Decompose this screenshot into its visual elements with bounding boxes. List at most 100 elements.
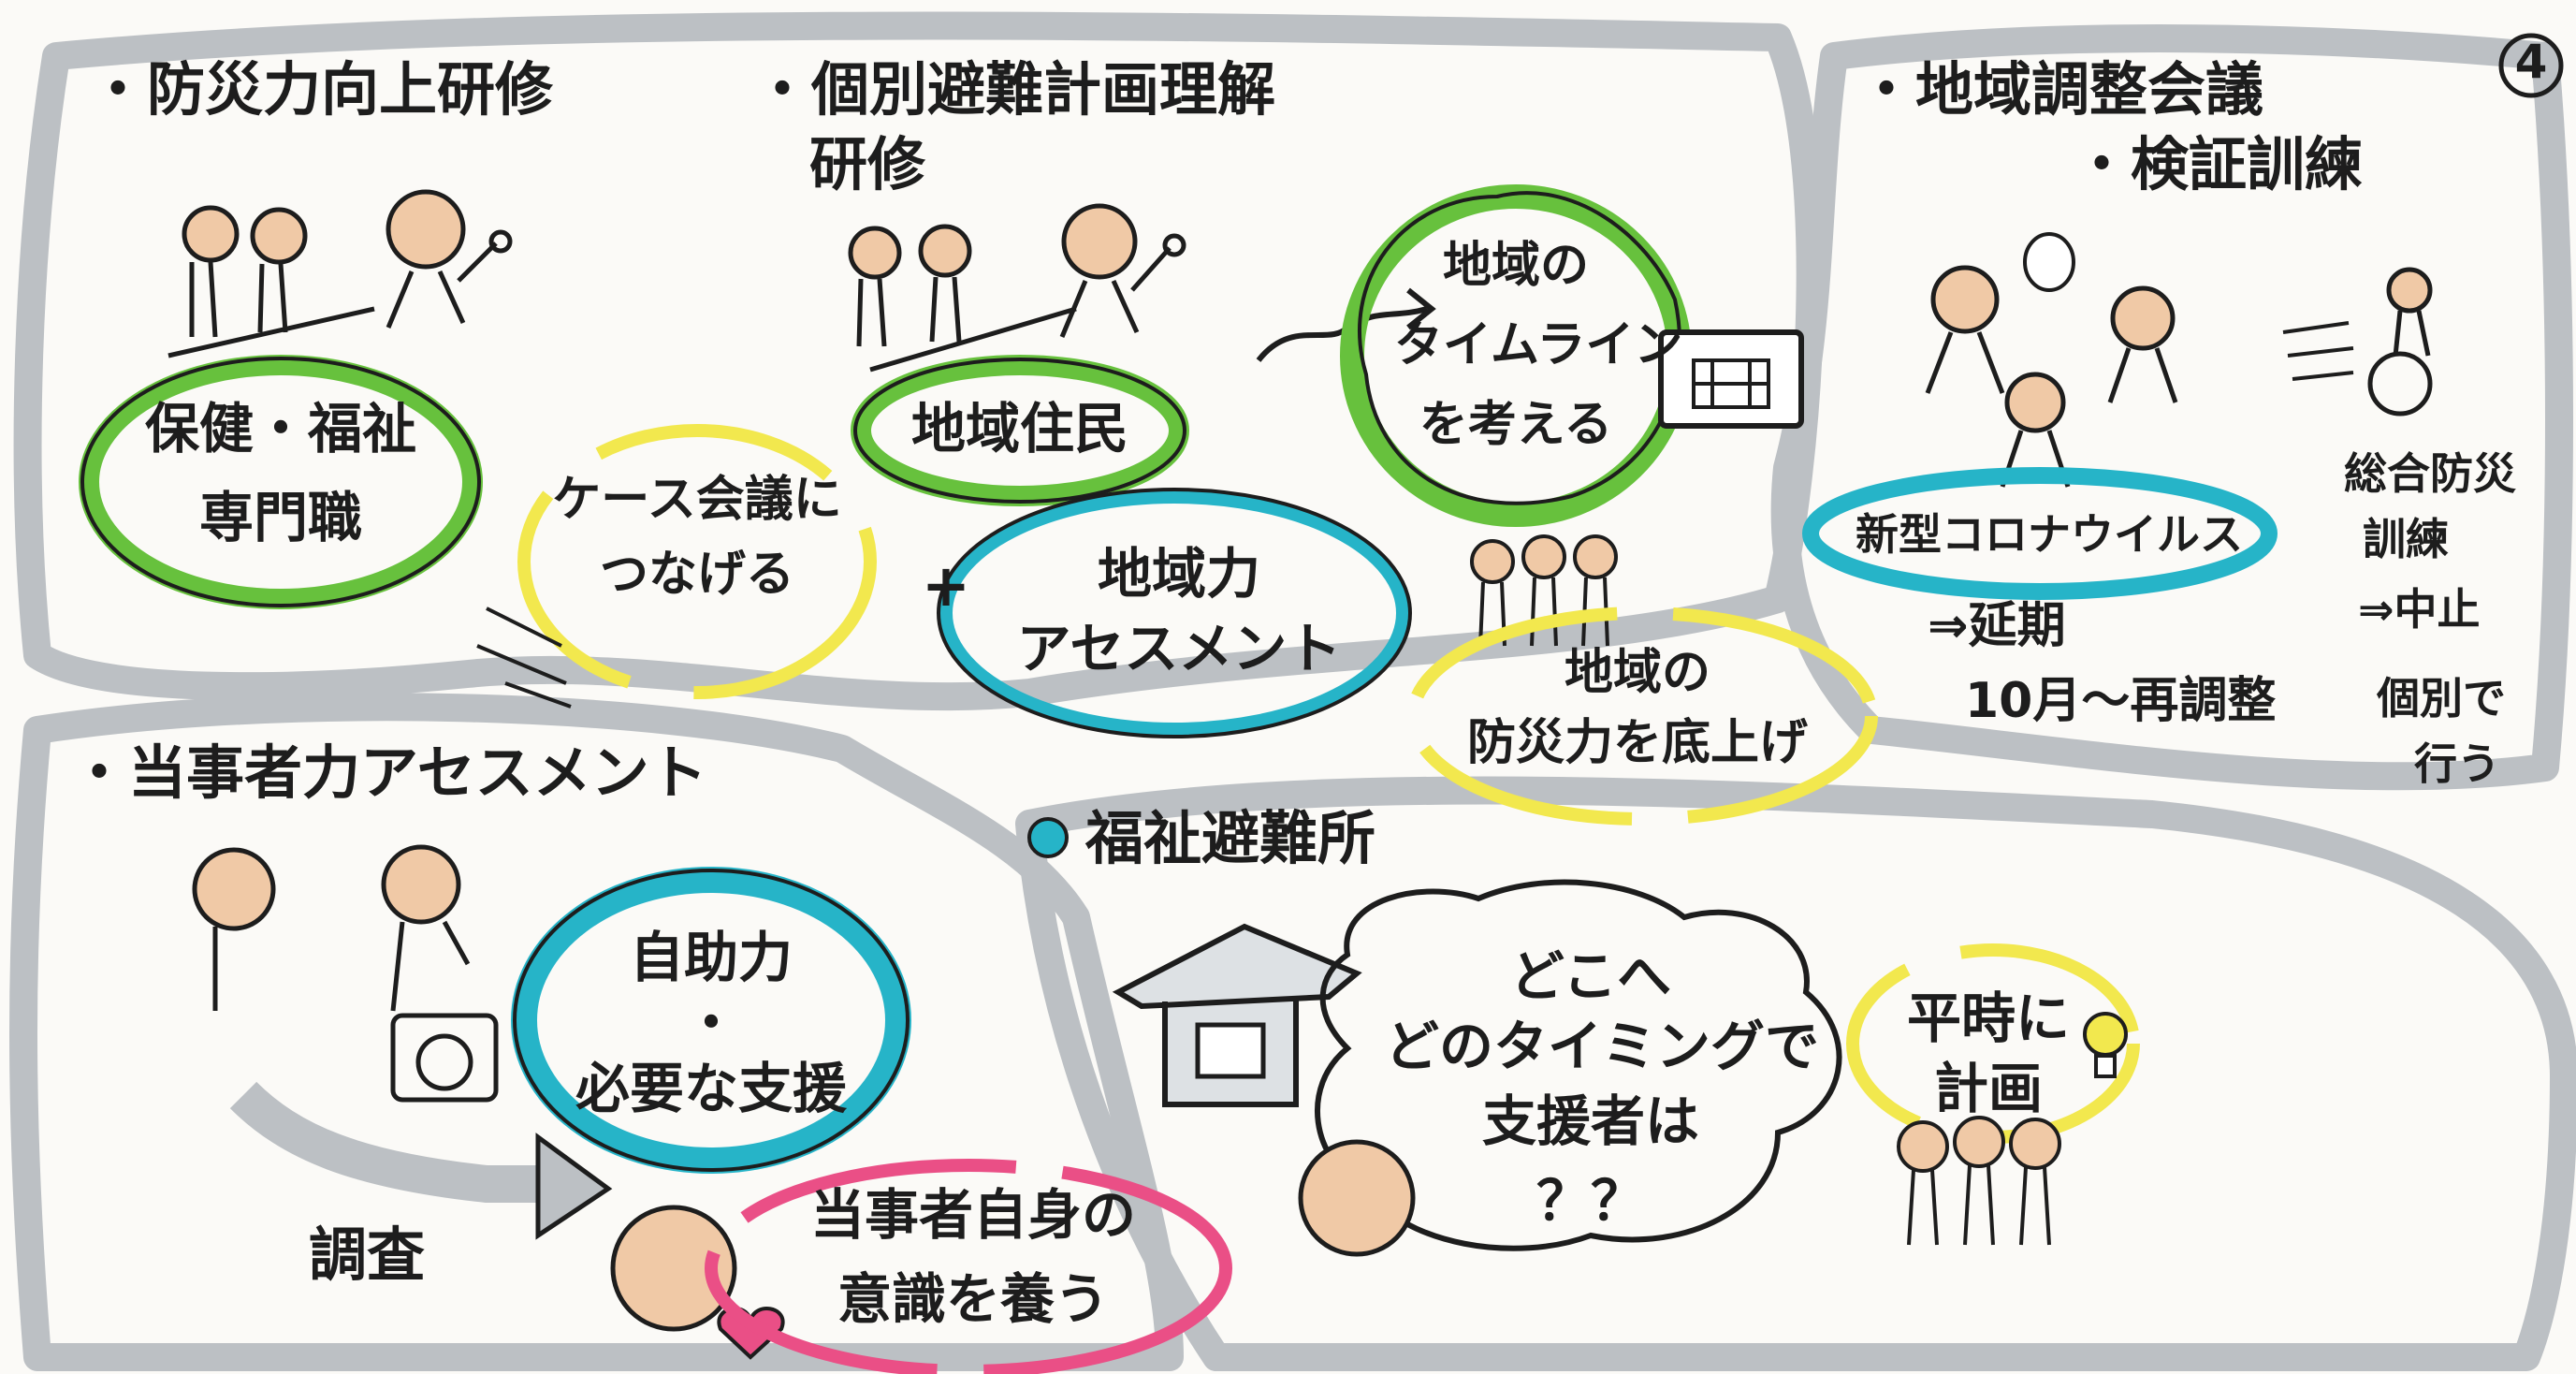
green-bubble-outline: [853, 358, 1186, 504]
heading-chiiki-2: ・検証訓練: [2073, 130, 2364, 198]
cyan-corona-loop: [1802, 467, 2278, 600]
wheelchair-seat: [390, 1013, 499, 1103]
person-head: [182, 205, 240, 263]
survey-arrow: [229, 1081, 543, 1203]
survey-arrow-head: [535, 1133, 613, 1240]
person-head: [1897, 1120, 1949, 1173]
green-bubble: [79, 355, 483, 609]
timeline-line: を考える: [1419, 397, 1613, 453]
cloud-line: どのタイミングで: [1385, 1015, 1820, 1078]
desk-line: [167, 306, 375, 358]
self-help-line: ・: [683, 991, 738, 1055]
calendar-grid: [1692, 358, 1770, 409]
pink-awareness-loop: [705, 1159, 1232, 1374]
bubble-line: 保健・福祉: [144, 397, 416, 460]
frame-top-left: [13, 11, 1825, 711]
yellow-sokoage-loop: [1406, 607, 1878, 826]
person-head: [918, 224, 972, 278]
cyan-bullet: [1027, 817, 1069, 858]
person-head: [192, 847, 276, 931]
heading-fukushi: 福祉避難所: [1085, 804, 1376, 872]
self-help-line: 必要な支援: [575, 1057, 847, 1120]
heading-kobetsu-1: ・個別避難計画理解: [753, 55, 1276, 124]
speech-icon: [2023, 232, 2075, 292]
person-body: [189, 241, 498, 338]
figures-sokoage: [1470, 534, 1618, 647]
heading-kobetsu-2: 研修: [809, 130, 926, 198]
figures-kobetsu: [848, 203, 1186, 373]
awareness-line: 当事者自身の: [809, 1183, 1136, 1247]
pointer-icon: [488, 229, 513, 254]
person-head: [386, 189, 466, 270]
person-head: [2110, 285, 2176, 351]
desk-line: [869, 306, 1077, 373]
lightbulb-icon: [2083, 1012, 2128, 1078]
figures-plan: [1897, 1116, 2061, 1246]
calendar-icon: [1658, 329, 1804, 429]
page-number-circle: [2498, 33, 2564, 98]
heading-bousai: ・防災力向上研修: [89, 55, 554, 124]
self-help-line: 自助力: [629, 926, 793, 989]
person-head: [1061, 203, 1138, 280]
drill-line: 総合防災: [2344, 448, 2516, 499]
person-head: [848, 226, 902, 280]
frame-top-right: [1770, 24, 2573, 791]
person-head: [1930, 265, 2000, 334]
cloud-line: どこへ: [1509, 944, 1672, 1008]
person-head: [2386, 267, 2433, 314]
postpone-line: 10月～再調整: [1965, 673, 2277, 729]
worried-face: [1298, 1139, 1416, 1257]
speed-lines: [476, 607, 572, 709]
person-head: [250, 207, 308, 265]
drill-line: ⇒中止: [2358, 584, 2481, 635]
timeline-cloud-outline: [1358, 191, 1682, 505]
person-body: [1907, 1164, 2051, 1246]
person-head: [2004, 372, 2066, 433]
pointer-icon: [1162, 233, 1186, 257]
case-meeting-line: ケース会議に: [552, 472, 842, 528]
heading-chiiki-1: ・地域調整会議: [1857, 55, 2264, 124]
corona-label: 新型コロナウイルス: [1856, 509, 2243, 560]
timeline-line: 地域の: [1442, 238, 1589, 294]
assessment-line: 地域力: [1097, 542, 1260, 606]
person-body: [212, 920, 471, 1012]
cyan-assessment-loop: [938, 489, 1411, 738]
postpone-line: ⇒延期: [1928, 598, 2066, 654]
cloud-line: 支援者は: [1481, 1089, 1699, 1153]
figures-bousai: [167, 189, 513, 358]
cyan-assessment-outline: [937, 488, 1412, 738]
figures-tojisha: [192, 844, 471, 1012]
cloud-line: ？？: [1535, 1169, 1645, 1233]
shelter-building: [1112, 923, 1362, 1107]
bubble-line: 専門職: [198, 486, 362, 549]
wheelchair-wheel: [415, 1033, 473, 1091]
awareness-line: 意識を養う: [837, 1267, 1109, 1331]
arrow-head: [1406, 287, 1436, 330]
green-bubble: [851, 355, 1189, 506]
shelter-window: [1195, 1022, 1266, 1079]
green-bubble-outline: [80, 357, 481, 607]
sokoage-line: 地域の: [1564, 645, 1710, 701]
case-meeting-line: つなげる: [599, 547, 794, 603]
bubble-residents: 地域住民: [910, 397, 1128, 460]
region-frames: [9, 11, 2576, 1371]
frame-bottom-left: [9, 693, 1184, 1371]
person-face: [610, 1205, 737, 1332]
person-head: [381, 844, 461, 925]
person-head: [1470, 539, 1515, 584]
wheelchair-icon: [2367, 351, 2433, 417]
page-number: 4: [2514, 35, 2548, 89]
assessment-line: アセスメント: [1016, 617, 1342, 680]
frame-bottom-right: [1015, 776, 2576, 1371]
cyan-self-help-bubble: [511, 867, 911, 1174]
drill-line: 個別で: [2377, 673, 2506, 724]
plan-line: 平時に: [1906, 987, 2070, 1050]
drill-line: 訓練: [2363, 514, 2449, 564]
person-head: [1521, 534, 1566, 579]
person-head: [1953, 1116, 2005, 1168]
person-body: [1478, 577, 1609, 647]
sokoage-line: 防災力を底上げ: [1466, 715, 1808, 771]
person-head: [2009, 1118, 2061, 1170]
